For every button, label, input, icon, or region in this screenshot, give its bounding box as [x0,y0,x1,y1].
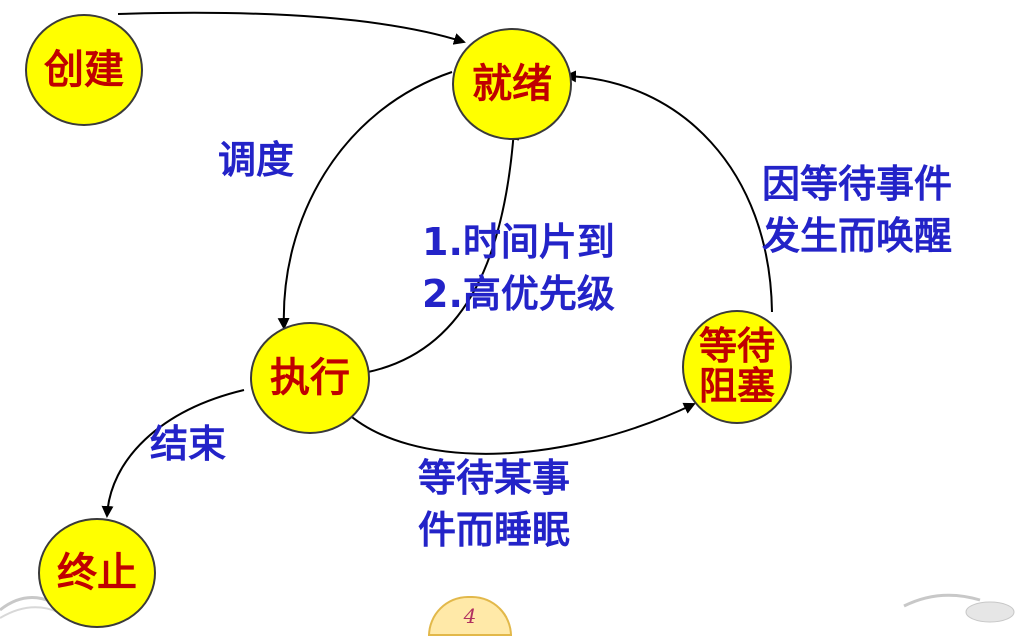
node-create: 创建 [25,14,143,126]
node-ready: 就绪 [452,28,572,140]
label-dispatch: 调度 [218,134,294,186]
label-wakeup: 因等待事件 发生而唤醒 [762,158,952,263]
node-run: 执行 [250,322,370,434]
label-sleep-line1: 等待某事 [418,452,570,504]
node-blocked-line2: 阻塞 [699,367,775,407]
decorative-flourish-right [904,595,1014,622]
page-number: 4 [464,604,477,628]
label-sleep-line2: 件而睡眠 [418,504,570,556]
label-wakeup-line1: 因等待事件 [762,158,952,210]
edge-run-to-blocked [346,404,694,454]
node-blocked: 等待 阻塞 [682,310,792,424]
label-wakeup-line2: 发生而唤醒 [762,210,952,262]
label-sleep: 等待某事 件而睡眠 [418,452,570,557]
node-terminate: 终止 [38,518,156,628]
label-preempt-line2: 2.高优先级 [422,268,615,320]
node-blocked-line1: 等待 [699,327,775,367]
label-preempt: 1.时间片到 2.高优先级 [422,216,615,321]
label-preempt-line1: 1.时间片到 [422,216,615,268]
edge-create-to-ready [118,13,464,42]
label-finish: 结束 [150,418,226,470]
